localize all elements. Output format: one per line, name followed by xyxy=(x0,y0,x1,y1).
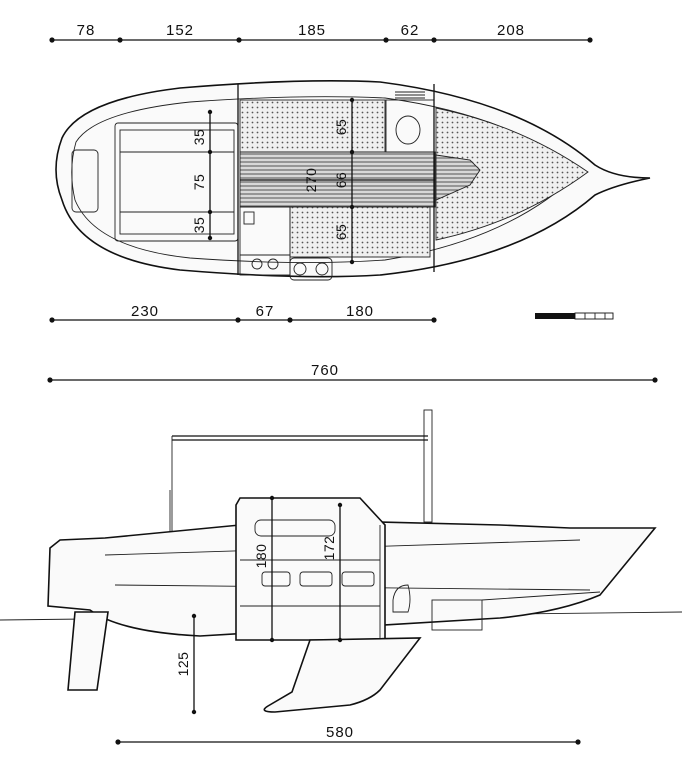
dim-bottom-2: 67 xyxy=(256,303,275,320)
overall-length-dimension: 760 xyxy=(47,362,658,383)
dim-top-2: 152 xyxy=(166,22,194,39)
waterline-length: 580 xyxy=(326,724,354,741)
berth-dim-1: 35 xyxy=(191,129,207,146)
dim-top-3: 185 xyxy=(298,22,326,39)
headroom-2: 172 xyxy=(321,536,337,561)
overall-length: 760 xyxy=(311,362,339,379)
top-dimension-line: 78 152 185 62 208 xyxy=(49,22,593,43)
profile-view: 180 172 125 xyxy=(0,409,682,715)
dim-top-1: 78 xyxy=(77,22,96,39)
dim-top-4: 62 xyxy=(401,22,420,39)
plan-view: 35 75 35 65 66 65 270 xyxy=(55,80,651,320)
berth-dim-3: 35 xyxy=(191,217,207,234)
dim-top-5: 208 xyxy=(497,22,525,39)
berth-dim-length: 270 xyxy=(303,168,319,193)
draft: 125 xyxy=(175,652,191,677)
berth-dim-4: 65 xyxy=(333,119,349,136)
waterline-dimension: 580 xyxy=(115,724,581,745)
headroom-1: 180 xyxy=(253,544,269,569)
berth-dim-6: 65 xyxy=(333,224,349,241)
plan-bottom-dimension: 230 67 180 xyxy=(49,303,437,323)
dim-bottom-3: 180 xyxy=(346,303,374,320)
berth-dim-2: 75 xyxy=(191,174,207,191)
dim-bottom-1: 230 xyxy=(131,303,159,320)
